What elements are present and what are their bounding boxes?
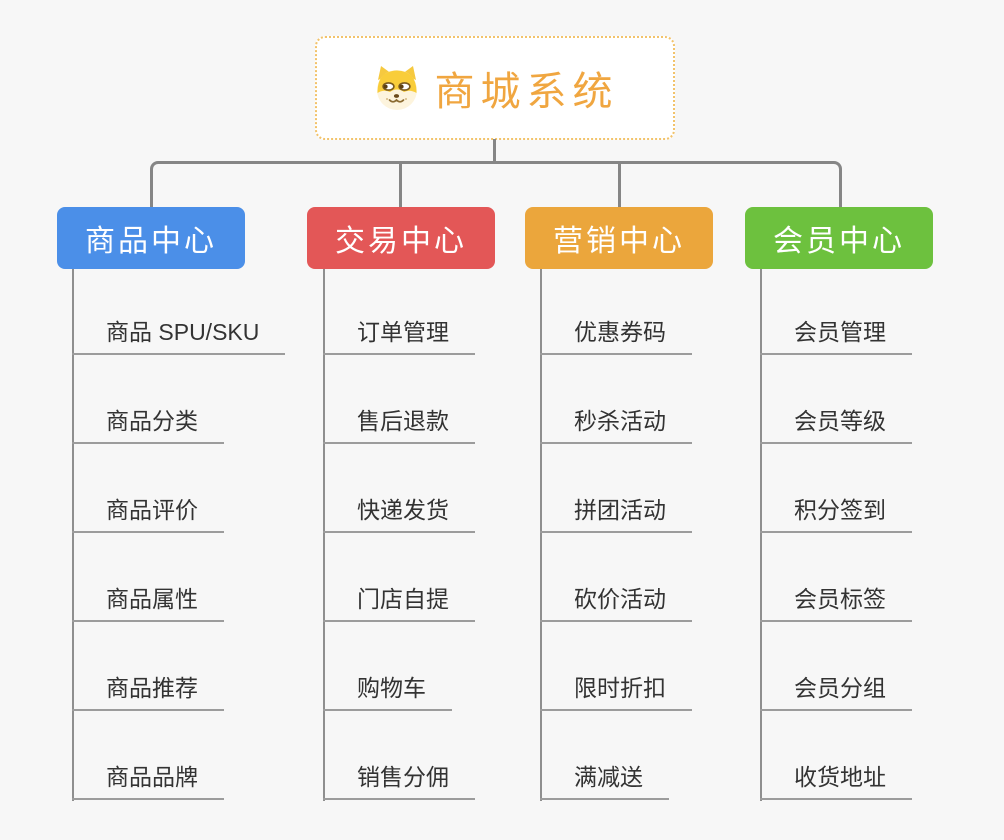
branch-trunk-line [72,269,74,801]
branch-node-members[interactable]: 会员中心 [745,207,933,269]
leaf-node[interactable]: 满减送 [540,760,669,800]
leaf-node[interactable]: 商品 SPU/SKU [72,315,286,355]
branch-node-marketing[interactable]: 营销中心 [525,207,713,269]
branch-trunk-line [540,269,542,801]
leaf-node[interactable]: 购物车 [323,671,452,711]
branch-drop-line [618,163,621,207]
branch-trunk-line [323,269,325,801]
leaf-node[interactable]: 快递发货 [323,493,475,533]
leaf-node[interactable]: 商品品牌 [72,760,224,800]
branch-node-products[interactable]: 商品中心 [57,207,245,269]
root-title: 商城系统 [434,70,619,114]
doge-icon [376,66,417,110]
branch-drop-line [399,163,402,207]
leaf-node[interactable]: 优惠券码 [540,315,692,355]
branch-bus-line [150,161,842,210]
leaf-node[interactable]: 秒杀活动 [540,404,692,444]
branch-node-trade[interactable]: 交易中心 [307,207,495,269]
leaf-node[interactable]: 商品评价 [72,493,224,533]
leaf-node[interactable]: 砍价活动 [540,582,692,622]
leaf-node[interactable]: 商品属性 [72,582,224,622]
leaf-node[interactable]: 商品分类 [72,404,224,444]
leaf-node[interactable]: 会员管理 [760,315,912,355]
leaf-node[interactable]: 门店自提 [323,582,475,622]
leaf-node[interactable]: 商品推荐 [72,671,224,711]
leaf-node[interactable]: 会员标签 [760,582,912,622]
leaf-node[interactable]: 收货地址 [760,760,912,800]
leaf-node[interactable]: 会员分组 [760,671,912,711]
leaf-node[interactable]: 积分签到 [760,493,912,533]
leaf-node[interactable]: 售后退款 [323,404,475,444]
leaf-node[interactable]: 拼团活动 [540,493,692,533]
root-node[interactable]: 商城系统 [315,36,675,140]
leaf-node[interactable]: 限时折扣 [540,671,692,711]
leaf-node[interactable]: 会员等级 [760,404,912,444]
leaf-node[interactable]: 销售分佣 [323,760,475,800]
leaf-node[interactable]: 订单管理 [323,315,475,355]
branch-trunk-line [760,269,762,801]
root-stub-line [493,139,496,164]
